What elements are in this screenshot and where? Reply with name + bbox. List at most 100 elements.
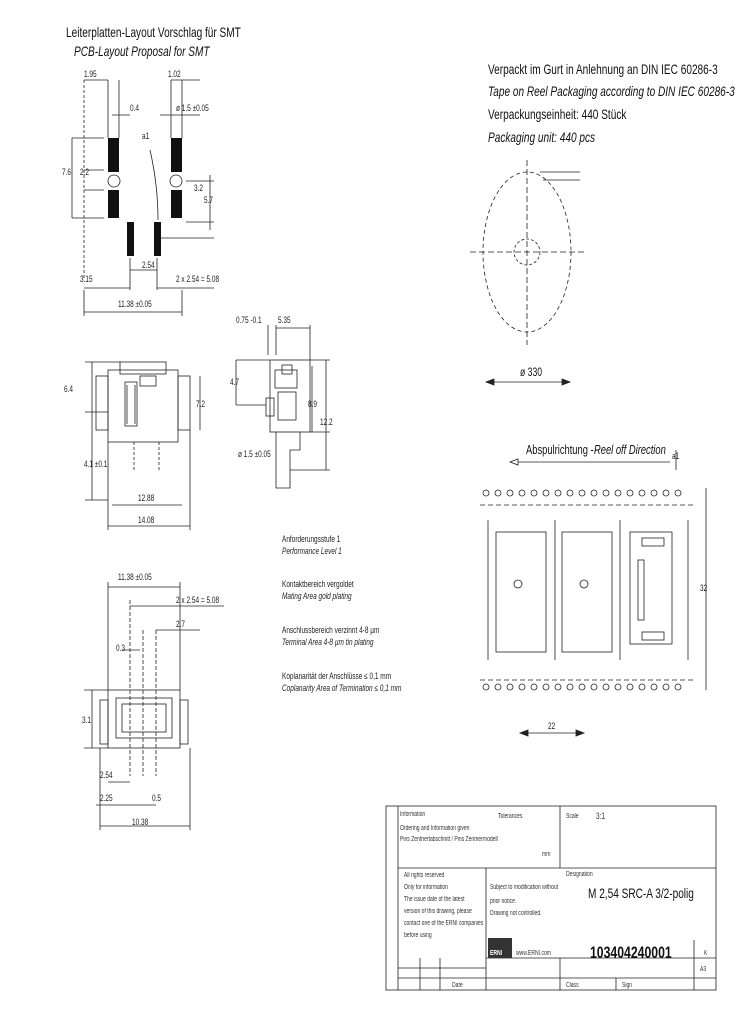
sprocket-hole xyxy=(602,683,610,691)
sprocket-hole xyxy=(518,683,526,691)
front-dim-12-88: 12.88 xyxy=(138,493,155,503)
front-dim-4-1: 4.1 ±0.1 xyxy=(84,459,108,469)
note-level-en: Performance Level 1 xyxy=(282,546,342,556)
side-dim-0-75: 0.75 -0.1 xyxy=(236,315,262,325)
side-dim-12-2: 12.2 xyxy=(320,417,333,427)
sprocket-hole xyxy=(674,489,682,497)
sprocket-hole xyxy=(494,683,502,691)
direction-de: Abspulrichtung - xyxy=(526,442,594,457)
note-coplanarity-en: Coplanarity Area of Termination ≤ 0,1 mm xyxy=(282,683,402,693)
tb-format: A3 xyxy=(700,966,707,973)
sprocket-hole xyxy=(542,489,550,497)
reel-diameter: ø 330 xyxy=(520,365,543,379)
sprocket-hole xyxy=(662,683,670,691)
tb-info-2: Ordering and Information given xyxy=(400,825,470,832)
bottom-dim-11-38: 11.38 ±0.05 xyxy=(118,572,152,582)
note-mating-de: Kontaktbereich vergoldet xyxy=(282,579,354,589)
sprocket-hole xyxy=(542,683,550,691)
tb-scale-label: Scale xyxy=(566,813,579,820)
tb-index-label: K xyxy=(704,950,708,957)
sprocket-hole xyxy=(566,489,574,497)
bottom-dim-10-38: 10.38 xyxy=(132,817,149,827)
bottom-dim-0-5: 0.5 xyxy=(152,793,162,803)
pcb-title-de: Leiterplatten-Layout Vorschlag für SMT xyxy=(66,24,241,40)
sprocket-hole xyxy=(626,489,634,497)
sprocket-hole xyxy=(614,683,622,691)
pcb-dim-5-7: 5.7 xyxy=(204,195,214,205)
tb-rights-2: Only for information xyxy=(404,884,448,891)
note-coplanarity-de: Koplanarität der Anschlüsse ≤ 0,1 mm xyxy=(282,671,392,681)
pcb-dim-1-95: 1.95 xyxy=(84,69,97,79)
pcb-dim-1-02: 1.02 xyxy=(168,69,181,79)
erni-logo: ERNI xyxy=(490,950,503,957)
tb-rights-3: The issue date of the latest xyxy=(404,896,465,903)
sprocket-hole xyxy=(626,683,634,691)
bottom-dim-3-1: 3.1 xyxy=(82,715,92,725)
sprocket-hole xyxy=(638,489,646,497)
tb-part-number: 103404240001 xyxy=(590,943,672,962)
tb-scale-value: 3:1 xyxy=(596,811,606,821)
tb-class-label: Class xyxy=(566,982,579,989)
pcb-dim-3-15: 3.15 xyxy=(80,274,93,284)
side-dim-diameter: ø 1.5 ±0.05 xyxy=(238,449,271,459)
tb-subject-2: prior notice. xyxy=(490,898,517,905)
sprocket-hole xyxy=(590,489,598,497)
sprocket-hole xyxy=(518,489,526,497)
tape-dim-22: 22 xyxy=(548,721,556,731)
pcb-dim-3-2: 3.2 xyxy=(194,183,204,193)
pcb-dim-2-2: 2.2 xyxy=(80,167,90,177)
note-terminal-de: Anschlussbereich verzinnt 4-8 µm xyxy=(282,625,380,635)
bottom-dim-2-7: 2.7 xyxy=(176,619,186,629)
sprocket-hole xyxy=(494,489,502,497)
tb-rights-5: contact one of the ERNI companies xyxy=(404,920,484,927)
sprocket-hole xyxy=(506,489,514,497)
sprocket-hole xyxy=(650,489,658,497)
packaging-line-4: Packaging unit: 440 pcs xyxy=(488,129,596,145)
pcb-dim-11-38: 11.38 ±0.05 xyxy=(118,299,152,309)
pcb-dim-0-4: 0.4 xyxy=(130,103,140,113)
note-level-de: Anforderungsstufe 1 xyxy=(282,534,341,544)
tb-rights-1: All rights reserved xyxy=(404,872,445,879)
sprocket-hole xyxy=(482,683,490,691)
direction-en: Reel off Direction xyxy=(594,442,666,457)
tb-subject-3: Drawing not controlled. xyxy=(490,910,542,917)
sprocket-hole xyxy=(482,489,490,497)
bottom-dim-2x254: 2 x 2.54 = 5.08 xyxy=(176,595,220,605)
pcb-title-en: PCB-Layout Proposal for SMT xyxy=(74,43,210,59)
tb-info-1: Information xyxy=(400,811,426,818)
drawing-linework xyxy=(71,79,717,991)
tb-subject-1: Subject to modification without xyxy=(490,884,559,891)
sprocket-hole xyxy=(578,683,586,691)
packaging-line-2: Tape on Reel Packaging according to DIN … xyxy=(488,83,735,99)
tape-dim-32: 32 xyxy=(700,583,708,593)
sprocket-hole xyxy=(530,683,538,691)
pcb-dim-diameter: ø 1.5 ±0.05 xyxy=(176,103,209,113)
drawing-sheet: Leiterplatten-Layout Vorschlag für SMT P… xyxy=(62,24,735,991)
front-dim-14-08: 14.08 xyxy=(138,515,155,525)
sprocket-hole xyxy=(554,489,562,497)
pcb-dim-7-6: 7.6 xyxy=(62,167,72,177)
bottom-dim-2-54: 2.54 xyxy=(100,770,113,780)
tb-date-label: Date xyxy=(452,982,463,989)
packaging-line-3: Verpackungseinheit: 440 Stück xyxy=(488,106,627,122)
front-dim-6-4: 6.4 xyxy=(64,384,74,394)
sprocket-hole xyxy=(602,489,610,497)
side-dim-5-35: 5.35 xyxy=(278,315,291,325)
sprocket-hole xyxy=(578,489,586,497)
sprocket-hole xyxy=(590,683,598,691)
tb-info-3: Pins Zentriertabschnitt / Pins Zentrierm… xyxy=(400,836,498,843)
side-dim-4-7: 4.7 xyxy=(230,377,240,387)
packaging-line-1: Verpackt im Gurt in Anlehnung an DIN IEC… xyxy=(488,61,718,77)
tape-label-a1: a1 xyxy=(672,451,680,461)
sprocket-hole xyxy=(638,683,646,691)
sprocket-hole xyxy=(554,683,562,691)
note-mating-en: Mating Area gold plating xyxy=(282,591,352,601)
front-dim-7-2: 7.2 xyxy=(196,399,206,409)
tb-designation-value: M 2,54 SRC-A 3/2-polig xyxy=(588,885,694,901)
bottom-dim-2-25: 2.25 xyxy=(100,793,113,803)
sprocket-hole xyxy=(650,683,658,691)
tb-rights-4: version of this drawing, please xyxy=(404,908,472,915)
tb-designation-label: Designation xyxy=(566,871,593,878)
pcb-dim-2x254: 2 x 2.54 = 5.08 xyxy=(176,274,220,284)
tb-website: www.ERNI.com xyxy=(516,950,552,957)
